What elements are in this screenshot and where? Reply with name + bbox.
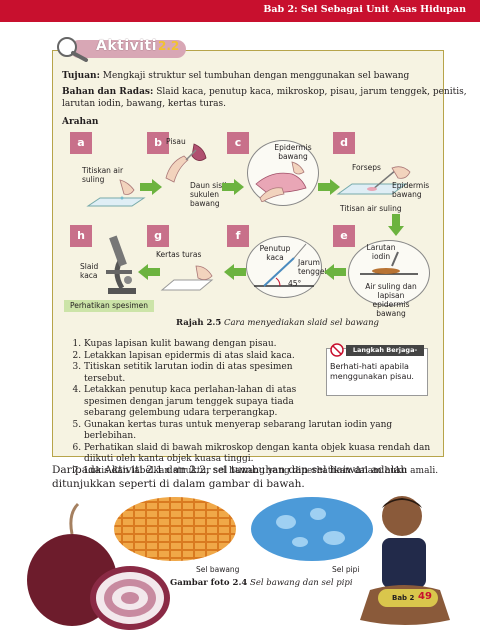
step-e: e <box>333 225 355 247</box>
onion-photo <box>27 502 170 630</box>
label-titiskan: Titiskan air suling <box>82 166 124 184</box>
cheek-cells-photo <box>249 495 375 563</box>
slide-with-water-illustration <box>86 179 146 207</box>
step-f: f <box>227 225 249 247</box>
page-number: 49 <box>418 591 432 602</box>
summary-paragraph: Daripada Aktiviti 2.1 dan 2.2, sel tumbu… <box>52 464 408 490</box>
materials-text-1: Slaid kaca, penutup kaca, mikroskop, pis… <box>153 87 467 97</box>
activity-word: Aktiviti <box>96 38 158 54</box>
figure-caption: Rajah 2.5 Cara menyediakan slaid sel baw… <box>176 318 379 328</box>
label-larutan-iodin: Larutan iodin <box>366 243 396 261</box>
steps-list: Kupas lapisan kulit bawang dengan pisau.… <box>70 339 440 477</box>
label-kertas-turas: Kertas turas <box>156 250 202 259</box>
step-item: Gunakan kertas turas untuk menyerap seba… <box>84 420 440 443</box>
label-penutup-kaca: Penutup kaca <box>259 244 291 262</box>
label-titisan: Titisan air suling <box>340 204 402 213</box>
safety-text: Berhati-hati apabila menggunakan pisau. <box>330 362 414 381</box>
label-forseps: Forseps <box>352 163 381 172</box>
step-a: a <box>70 132 92 154</box>
arrow-b-c <box>222 179 244 195</box>
step-item: Perhatikan slaid di bawah mikroskop deng… <box>84 443 440 466</box>
no-knife-icon <box>330 343 344 357</box>
step-d: d <box>333 132 355 154</box>
step-b: b <box>147 132 169 154</box>
onion-cells-photo <box>112 495 238 563</box>
safety-title: Langkah Berjaga-jaga <box>346 345 424 365</box>
aim-label: Tujuan: <box>62 71 100 81</box>
boy-photo <box>360 496 450 625</box>
forceps-slide-illustration <box>336 166 411 195</box>
label-sel-bawang: Sel bawang <box>196 565 240 574</box>
microscope-illustration <box>106 235 136 294</box>
label-epidermis: Epidermis bawang <box>392 181 430 199</box>
step-g: g <box>147 225 169 247</box>
coverslip-needle-illustration <box>254 243 314 287</box>
arrow-d-e <box>388 214 404 236</box>
instructions-label: Arahan <box>62 117 99 127</box>
label-slaid-kaca: Slaid kaca <box>80 262 99 280</box>
label-epidermis-bawang: Epidermis bawang <box>274 143 312 161</box>
aim-text: Mengkaji struktur sel tumbuhan dengan me… <box>99 71 410 81</box>
activity-tab: Aktiviti 2.2 <box>56 36 186 62</box>
arrow-e-f <box>324 264 346 280</box>
step-item: Letakkan lapisan epidermis di atas slaid… <box>84 351 334 363</box>
peeling-epidermis-illustration <box>255 161 307 202</box>
magnifier-icon <box>57 37 88 62</box>
step-item: Kupas lapisan kulit bawang dengan pisau. <box>84 339 334 351</box>
materials-label: Bahan dan Radas: <box>62 87 154 97</box>
label-pisau: Pisau <box>166 137 186 146</box>
arrow-g-h <box>138 264 160 280</box>
figure-caption-bold: Rajah 2.5 <box>176 318 222 328</box>
photo-caption-bold: Gambar foto 2.4 <box>170 578 248 588</box>
footer-pill <box>378 589 438 607</box>
step-h: h <box>70 225 92 247</box>
iodine-dropper-illustration <box>360 251 418 275</box>
aim-line: Tujuan: Mengkaji struktur sel tumbuhan d… <box>62 70 409 82</box>
label-sudut: 45° <box>288 279 302 288</box>
activity-pill <box>70 40 186 58</box>
materials-text-2: larutan iodin, bawang, kertas turas. <box>62 99 227 109</box>
activity-number: 2.2 <box>158 39 180 53</box>
photo-caption: Gambar foto 2.4 Sel bawang dan sel pipi <box>170 578 353 588</box>
filter-paper-illustration <box>160 265 214 291</box>
footer-chapter: Bab 2 <box>392 594 415 602</box>
chapter-title: Bab 2: Sel Sebagai Unit Asas Hidupan <box>263 4 466 15</box>
label-air-suling: Air suling dan lapisan epidermis bawang <box>365 282 417 318</box>
step-c: c <box>227 132 249 154</box>
arrow-f-g <box>224 264 246 280</box>
photo-caption-italic: Sel bawang dan sel pipi <box>247 578 353 588</box>
label-daun-sisik: Daun sisik sukulen bawang <box>190 181 229 208</box>
materials-line: Bahan dan Radas: Slaid kaca, penutup kac… <box>62 86 467 98</box>
step-item: Titiskan setitik larutan iodin di atas s… <box>84 362 334 385</box>
figure-caption-italic: Cara menyediakan slaid sel bawang <box>221 318 379 328</box>
label-jarum-tenggek: Jarum tenggek <box>298 258 329 276</box>
arrow-a-b <box>140 179 162 195</box>
onion-knife-illustration <box>165 143 207 183</box>
step-item: Letakkan penutup kaca perlahan-lahan di … <box>84 385 334 420</box>
label-perhatikan: Perhatikan spesimen <box>64 300 154 312</box>
label-sel-pipi: Sel pipi <box>332 565 360 574</box>
arrow-c-d <box>318 179 340 195</box>
step-item: Lukis dan labelkan struktur sel bawang y… <box>84 466 440 478</box>
header-bar <box>0 0 480 22</box>
